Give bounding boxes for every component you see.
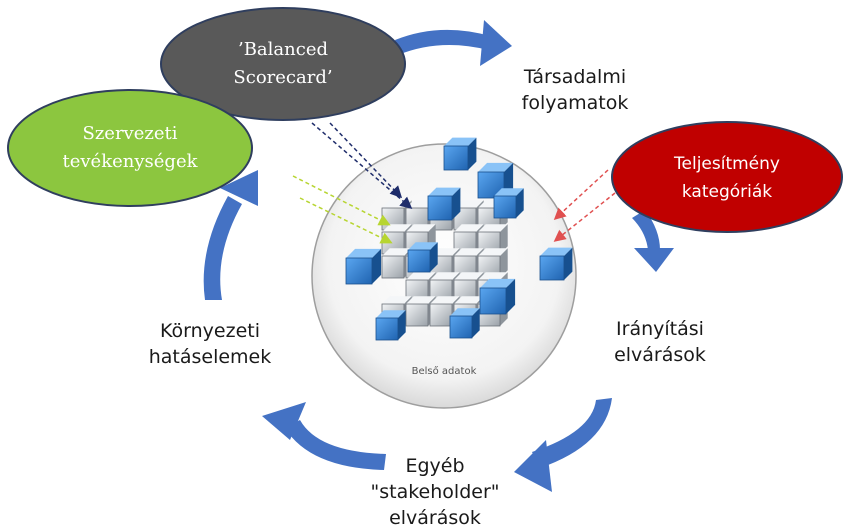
blue-cube [345, 248, 382, 285]
egyeb-label: Egyéb "stakeholder" elvárások [370, 455, 500, 529]
pointer-arrow-lime-1 [292, 175, 391, 226]
pointer-arrow-navy-2 [329, 122, 403, 199]
szervezeti-label: Szervezeti tevékenységek [62, 123, 198, 172]
pointer-arrow-lime-2 [299, 197, 393, 244]
cycle-arrow-left [203, 170, 258, 300]
szervezeti-oval [7, 89, 253, 207]
balanced-scorecard-oval [160, 7, 406, 121]
blue-cube [375, 310, 406, 341]
teljesitmeny-oval [611, 121, 843, 233]
dashed-pointers [292, 122, 616, 244]
balanced-scorecard-label: ’Balanced Scorecard’ [233, 39, 333, 88]
cycle-arrow-bottom-left [262, 402, 386, 470]
blue-cube [479, 278, 516, 315]
tarsadalmi-label: Társadalmi folyamatok [521, 66, 629, 114]
cycle-arrows [203, 20, 674, 492]
blue-cube [407, 242, 438, 273]
blue-cube [427, 187, 461, 221]
blue-cube [493, 188, 524, 219]
blue-cube [443, 137, 477, 171]
cycle-arrow-top [395, 20, 512, 66]
pointer-arrow-red-2 [553, 192, 616, 242]
iranyitasi-label: Irányítási elvárások [614, 318, 706, 366]
blue-cube [449, 308, 480, 339]
cycle-arrow-bottom-right [514, 398, 612, 492]
pointer-arrow-red-1 [553, 169, 609, 221]
blue-cube [539, 247, 573, 281]
cycle-arrow-right [632, 210, 674, 272]
kornyezeti-label: Környezeti hatáselemek [148, 320, 272, 368]
center-caption: Belső adatok [411, 366, 477, 377]
teljesitmeny-label: Teljesítmény kategóriák [674, 154, 780, 202]
